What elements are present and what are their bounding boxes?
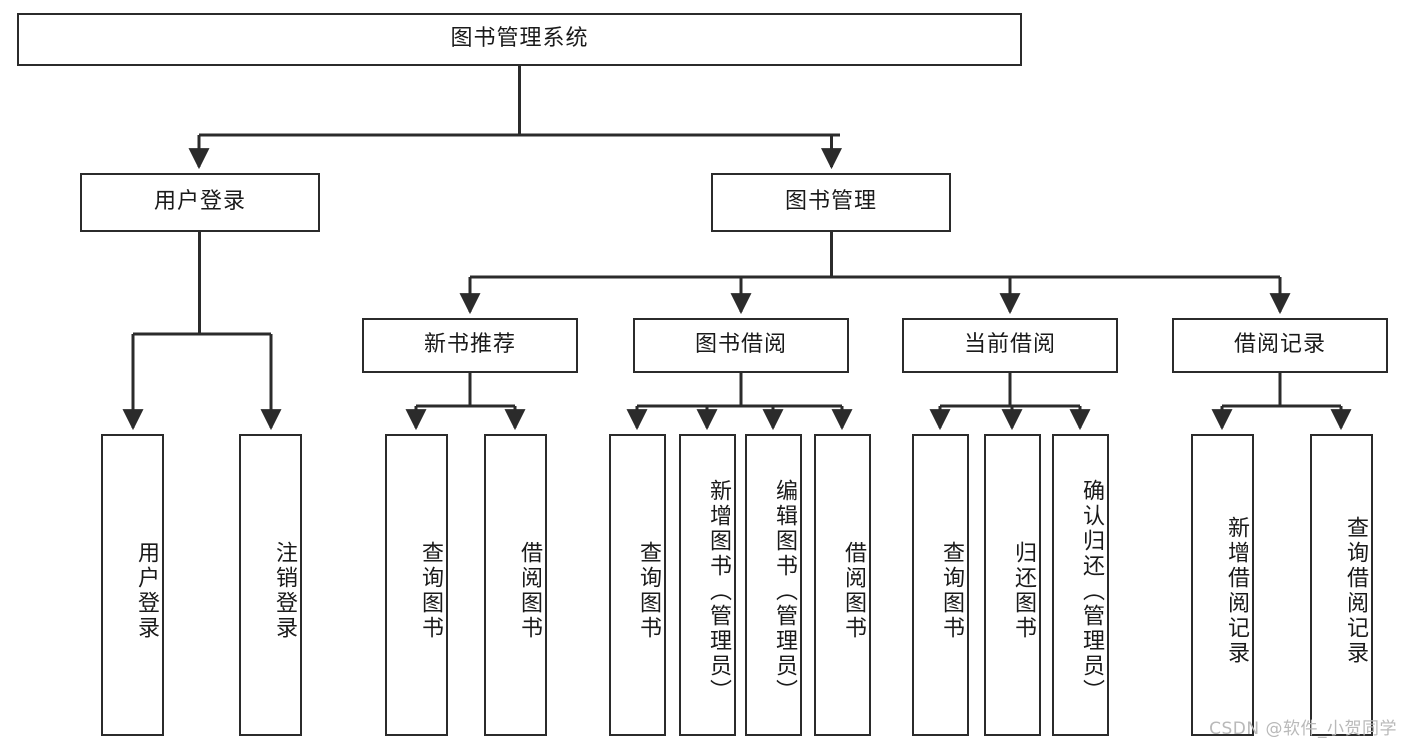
node-leaf-return-book[interactable]: 归还图书: [984, 434, 1041, 736]
node-label: 新增借阅记录: [1224, 516, 1249, 666]
node-label: 注销登录: [272, 541, 297, 641]
node-label: 查询图书: [636, 541, 661, 641]
node-label: 借阅记录: [1233, 332, 1326, 358]
node-label: 图书管理系统: [450, 26, 589, 52]
node-label: 当前借阅: [963, 332, 1056, 358]
node-book-borrow[interactable]: 图书借阅: [633, 318, 849, 373]
node-leaf-borrow-book[interactable]: 借阅图书: [814, 434, 871, 736]
node-current-borrow[interactable]: 当前借阅: [902, 318, 1118, 373]
node-label: 查询图书: [939, 541, 964, 641]
node-root-system[interactable]: 图书管理系统: [17, 13, 1022, 66]
node-leaf-confirm-return-admin[interactable]: 确认归还（管理员）: [1052, 434, 1109, 736]
node-book-manage[interactable]: 图书管理: [711, 173, 951, 232]
node-leaf-borrow-book-recommend[interactable]: 借阅图书: [484, 434, 547, 736]
node-label: 用户登录: [153, 189, 246, 215]
node-leaf-user-login[interactable]: 用户登录: [101, 434, 164, 736]
node-label: 新书推荐: [423, 332, 516, 358]
node-leaf-edit-book-admin[interactable]: 编辑图书（管理员）: [745, 434, 802, 736]
node-leaf-add-borrow-record[interactable]: 新增借阅记录: [1191, 434, 1254, 736]
node-label: 借阅图书: [517, 541, 542, 641]
node-new-book-recommend[interactable]: 新书推荐: [362, 318, 578, 373]
node-label: 查询图书: [418, 541, 443, 641]
node-label: 图书借阅: [694, 332, 787, 358]
node-borrow-record[interactable]: 借阅记录: [1172, 318, 1388, 373]
node-leaf-query-borrow-record[interactable]: 查询借阅记录: [1310, 434, 1373, 736]
node-label: 编辑图书（管理员）: [772, 478, 797, 704]
node-leaf-logout[interactable]: 注销登录: [239, 434, 302, 736]
node-label: 确认归还（管理员）: [1079, 478, 1104, 704]
node-leaf-query-book-current[interactable]: 查询图书: [912, 434, 969, 736]
node-label: 图书管理: [784, 189, 877, 215]
node-leaf-query-book-borrow[interactable]: 查询图书: [609, 434, 666, 736]
node-label: 查询借阅记录: [1343, 516, 1368, 666]
node-leaf-query-book-recommend[interactable]: 查询图书: [385, 434, 448, 736]
node-label: 归还图书: [1011, 541, 1036, 641]
node-leaf-add-book-admin[interactable]: 新增图书（管理员）: [679, 434, 736, 736]
node-user-login[interactable]: 用户登录: [80, 173, 320, 232]
node-label: 新增图书（管理员）: [706, 478, 731, 704]
node-label: 借阅图书: [841, 541, 866, 641]
node-label: 用户登录: [134, 541, 159, 641]
